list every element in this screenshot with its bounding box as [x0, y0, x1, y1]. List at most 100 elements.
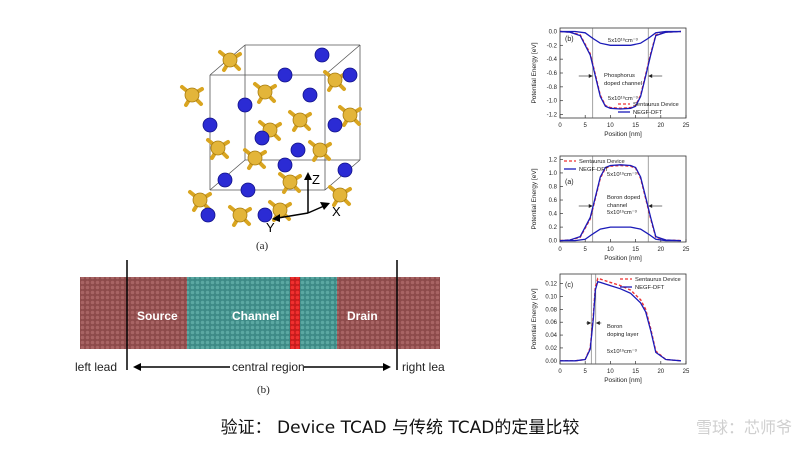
arrow-head — [595, 321, 600, 325]
series-line — [560, 226, 681, 242]
y-axis-label: Y — [266, 220, 275, 235]
dopant-atom — [240, 182, 256, 198]
series-line — [560, 280, 682, 362]
y-axis-title: Potential Energy [eV] — [531, 42, 538, 103]
channel-region — [187, 277, 337, 349]
y-tick-label: 0.12 — [545, 282, 557, 288]
x-tick-label: 0 — [558, 369, 562, 375]
y-tick-label: 0.0 — [549, 29, 558, 35]
left-lead-label: left lead — [75, 360, 117, 374]
annotation: 5x10¹⁹cm⁻³ — [607, 171, 637, 178]
silicon-atom — [232, 207, 248, 223]
arrow-head — [588, 74, 593, 78]
dopant-atom — [200, 207, 216, 223]
y-tick-label: -1.0 — [547, 99, 558, 105]
dopant-atom — [337, 162, 353, 178]
crystal-structure-figure: Z Y X — [170, 20, 370, 240]
legend-entry: Sentaurus Device — [635, 277, 681, 283]
y-tick-label: 0.0 — [549, 239, 558, 245]
x-tick-label: 15 — [632, 247, 639, 253]
x-axis-title: Position [nm] — [604, 377, 642, 384]
figure-a-caption: (a) — [256, 240, 269, 252]
dopant-atom — [277, 67, 293, 83]
x-tick-label: 15 — [632, 369, 639, 375]
lattice-atoms — [184, 47, 358, 223]
legend-entry: Sentaurus Device — [579, 159, 625, 165]
y-axis-title: Potential Energy [eV] — [531, 288, 538, 349]
silicon-atom — [222, 52, 238, 68]
x-axis-label: X — [332, 204, 341, 219]
arrow-head — [588, 204, 593, 208]
dopant-atom — [217, 172, 233, 188]
silicon-atom — [292, 112, 308, 128]
silicon-atom — [184, 87, 200, 103]
y-tick-label: 0.04 — [545, 333, 557, 339]
crystal-lattice-image: Z Y X — [180, 44, 362, 235]
y-tick-label: -0.4 — [547, 57, 558, 63]
device-structure-figure: Source Channel Drain left lead central r… — [75, 255, 451, 395]
x-tick-label: 5 — [584, 369, 588, 375]
series-line — [559, 164, 682, 242]
silicon-atom — [192, 192, 208, 208]
y-tick-label: 0.08 — [545, 307, 557, 313]
x-tick-label: 20 — [657, 123, 664, 129]
x-tick-label: 25 — [683, 123, 690, 129]
silicon-atom — [342, 107, 358, 123]
y-tick-label: 1.2 — [549, 157, 558, 163]
y-tick-label: 0.02 — [545, 346, 557, 352]
x-tick-label: 10 — [607, 369, 614, 375]
x-tick-label: 20 — [657, 247, 664, 253]
y-tick-label: -0.6 — [547, 71, 558, 77]
x-tick-label: 20 — [657, 369, 664, 375]
legend-entry: Sentaurus Device — [633, 102, 679, 108]
panel-label: (b) — [565, 36, 574, 43]
plot-frame — [559, 155, 687, 243]
dopant-atom — [342, 67, 358, 83]
slide-caption: 验证： Device TCAD 与传统 TCAD的定量比较 — [220, 418, 580, 438]
x-axis-title: Position [nm] — [604, 131, 642, 138]
dopant-atom — [202, 117, 218, 133]
x-tick-label: 5 — [584, 123, 588, 129]
annotation: 5x10¹⁹cm⁻³ — [607, 348, 637, 355]
figure-b-caption: (b) — [257, 384, 270, 396]
y-tick-label: -1.2 — [547, 113, 558, 119]
dopant-atom — [290, 142, 306, 158]
dopant-atom — [237, 97, 253, 113]
legend-entry: NEGF-DFT — [579, 167, 609, 173]
y-tick-label: -0.8 — [547, 85, 558, 91]
annotation: 5x10¹⁹cm⁻³ — [608, 37, 638, 44]
dopant-atom — [302, 87, 318, 103]
y-tick-label: 0.2 — [549, 225, 558, 231]
legend-entry: NEGF-DFT — [633, 110, 663, 116]
y-tick-label: 0.4 — [549, 212, 558, 218]
silicon-atom — [282, 174, 298, 190]
unit-cell-edges — [209, 44, 361, 191]
x-tick-label: 5 — [584, 247, 588, 253]
drain-label: Drain — [347, 309, 378, 323]
central-region-label: central region — [232, 360, 305, 374]
panel-label: (a) — [565, 179, 574, 186]
series-line — [559, 30, 682, 110]
dopant-atom — [327, 117, 343, 133]
y-tick-label: -0.2 — [547, 43, 558, 49]
dopant-atom — [254, 130, 270, 146]
panel-label: (c) — [565, 282, 573, 289]
y-tick-label: 0.8 — [549, 184, 558, 190]
silicon-atom — [332, 187, 348, 203]
source-label: Source — [137, 309, 178, 323]
annotation: doping layer — [607, 332, 639, 338]
annotation: Boron — [607, 324, 622, 330]
z-axis-label: Z — [312, 172, 320, 187]
legend-entry: NEGF-DFT — [635, 285, 665, 291]
cell-edge — [324, 44, 361, 76]
dopant-atom — [257, 207, 273, 223]
x-tick-label: 15 — [632, 123, 639, 129]
y-tick-label: 0.10 — [545, 295, 557, 301]
silicon-atom — [327, 72, 343, 88]
channel-label: Channel — [232, 309, 279, 323]
silicon-atom — [312, 142, 328, 158]
x-tick-label: 0 — [558, 247, 562, 253]
